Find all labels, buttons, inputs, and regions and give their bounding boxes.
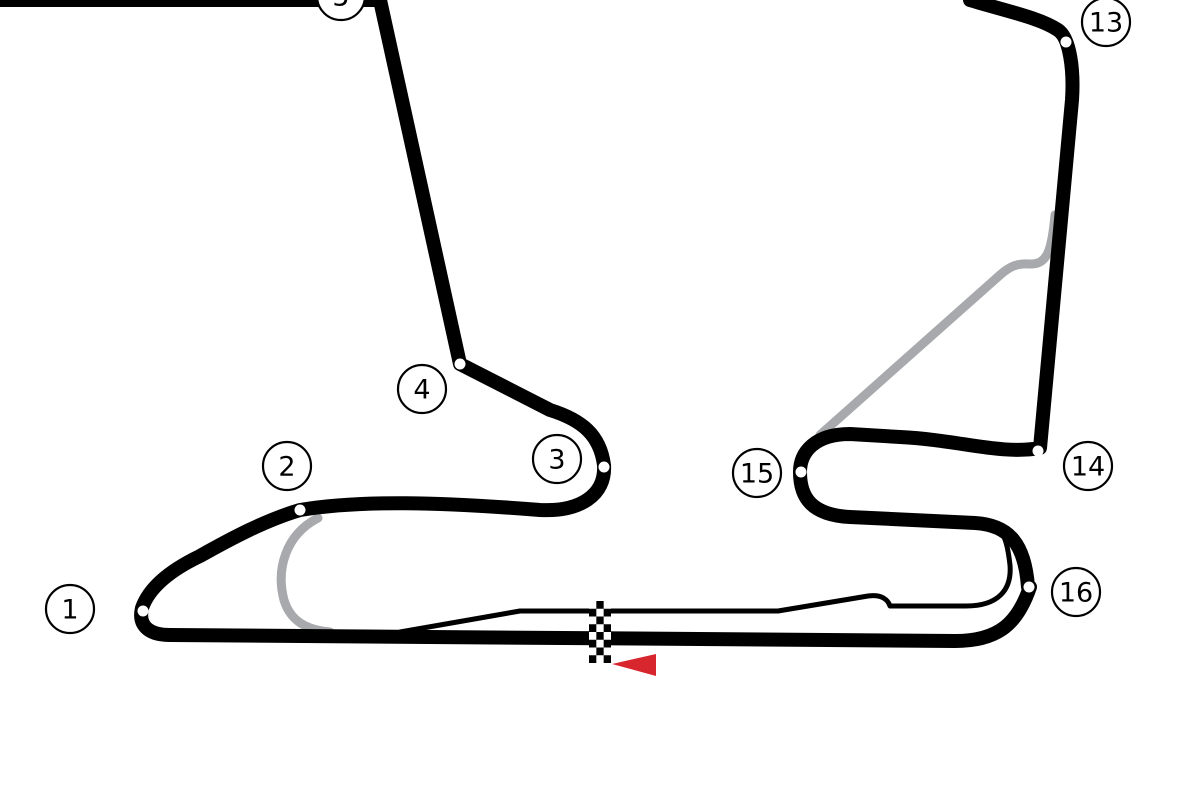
apex-dot-1 (137, 605, 149, 617)
apex-dot-2 (294, 504, 306, 516)
corner-marker-4: 4 (396, 363, 448, 415)
corner-marker-16: 16 (1050, 566, 1102, 618)
direction-arrow-icon (612, 654, 656, 676)
alternate-layout-right (815, 210, 1060, 440)
corner-marker-14: 14 (1062, 440, 1114, 492)
corner-label: 15 (740, 459, 774, 490)
corner-marker-5: 5 (316, 0, 366, 22)
checkered-flag-icon (589, 601, 611, 663)
corner-label: 2 (278, 452, 295, 483)
corner-marker-1: 1 (44, 583, 96, 635)
corner-marker-15: 15 (731, 447, 783, 499)
corner-label: 14 (1071, 452, 1105, 483)
apex-dot-4 (454, 358, 466, 370)
apex-dot-16 (1023, 581, 1035, 593)
corner-label: 3 (548, 445, 565, 476)
corner-label: 1 (61, 595, 78, 626)
corner-marker-13: 13 (1080, 0, 1132, 48)
corner-label: 4 (413, 375, 430, 406)
apex-dot-13 (1060, 36, 1072, 48)
main-circuit (0, 0, 1037, 648)
pit-lane (397, 530, 1013, 635)
main-circuit-top (793, 0, 1080, 594)
corner-label: 16 (1059, 578, 1093, 609)
corner-marker-2: 2 (261, 440, 313, 492)
apex-dot-14 (1032, 445, 1044, 457)
corner-label: 13 (1089, 8, 1123, 39)
apex-dot-15 (795, 466, 807, 478)
apex-dot-3 (598, 461, 610, 473)
corner-label: 5 (332, 0, 349, 13)
alternate-layout-left (276, 513, 335, 637)
corner-marker-3: 3 (531, 433, 583, 485)
